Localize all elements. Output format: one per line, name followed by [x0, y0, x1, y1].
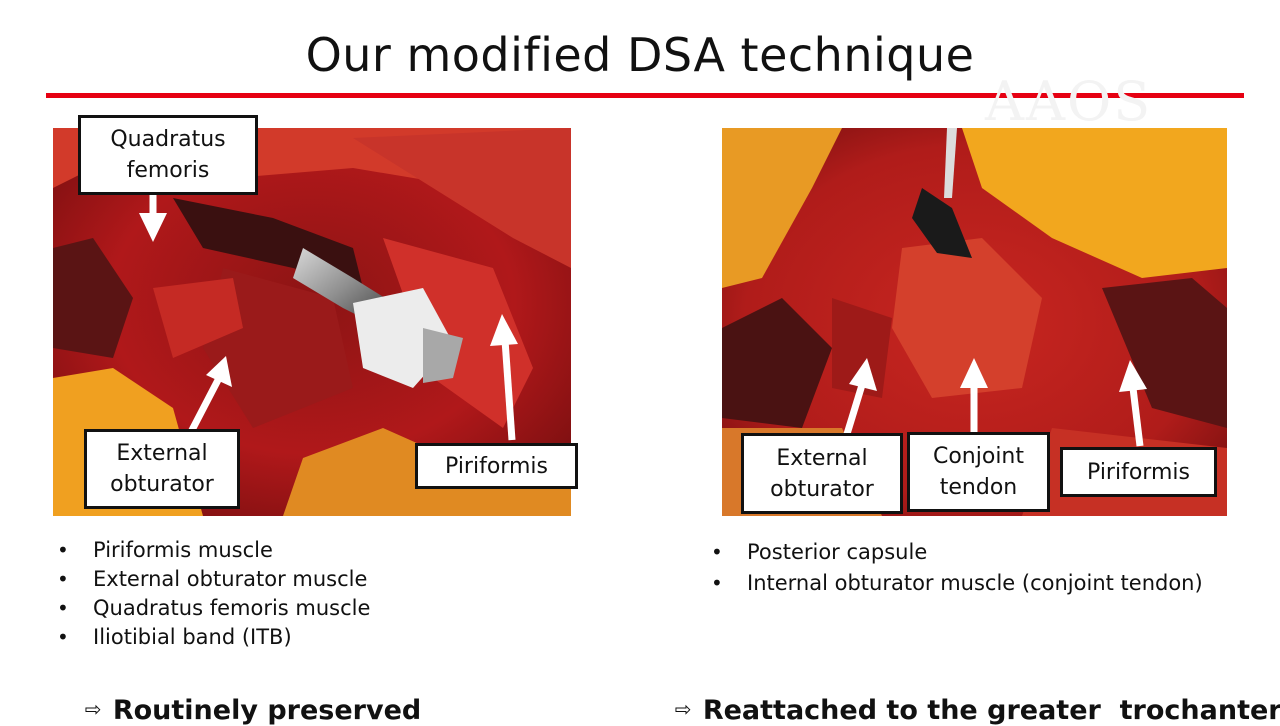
left-bullet-list: Piriformis muscle External obturator mus…	[55, 536, 370, 652]
right-conclusion: ⇨ Reattached to the greater trochanter	[656, 664, 1280, 726]
list-item: Internal obturator muscle (conjoint tend…	[709, 568, 1203, 599]
watermark-logo: AAOS	[985, 70, 1153, 133]
right-conclusion-text: Reattached to the greater trochanter	[702, 695, 1280, 726]
arrowhead-external-obturator-right-icon	[849, 358, 877, 391]
right-arrow-icon: ⇨	[674, 697, 692, 721]
label-external-obturator-right: External obturator	[741, 433, 903, 514]
arrow-piriformis-right	[1129, 387, 1144, 447]
slide-title: Our modified DSA technique	[305, 28, 975, 82]
title-underline	[46, 93, 1244, 98]
arrow-external-obturator-left	[187, 378, 222, 434]
label-conjoint-tendon: Conjoint tendon	[907, 432, 1050, 512]
label-piriformis-left: Piriformis	[415, 443, 578, 489]
right-bullet-list: Posterior capsule Internal obturator mus…	[709, 537, 1203, 599]
left-conclusion-text: Routinely preserved	[112, 695, 422, 726]
arrowhead-piriformis-right-icon	[1119, 360, 1147, 392]
list-item: External obturator muscle	[55, 565, 370, 594]
label-external-obturator-left: External obturator	[84, 429, 240, 509]
left-conclusion: ⇨ Routinely preserved	[66, 664, 421, 726]
label-piriformis-right: Piriformis	[1060, 447, 1217, 497]
list-item: Iliotibial band (ITB)	[55, 623, 370, 652]
arrowhead-quadratus-icon	[139, 213, 167, 242]
arrow-external-obturator-right	[843, 383, 866, 436]
list-item: Piriformis muscle	[55, 536, 370, 565]
arrowhead-conjoint-tendon-icon	[960, 358, 988, 388]
arrow-piriformis-left	[501, 339, 516, 441]
arrowhead-external-obturator-left-icon	[206, 356, 232, 387]
list-item: Posterior capsule	[709, 537, 1203, 568]
list-item: Quadratus femoris muscle	[55, 594, 370, 623]
right-arrow-icon: ⇨	[84, 697, 102, 721]
label-quadratus-femoris: Quadratus femoris	[78, 115, 258, 195]
arrowhead-piriformis-left-icon	[490, 314, 518, 346]
